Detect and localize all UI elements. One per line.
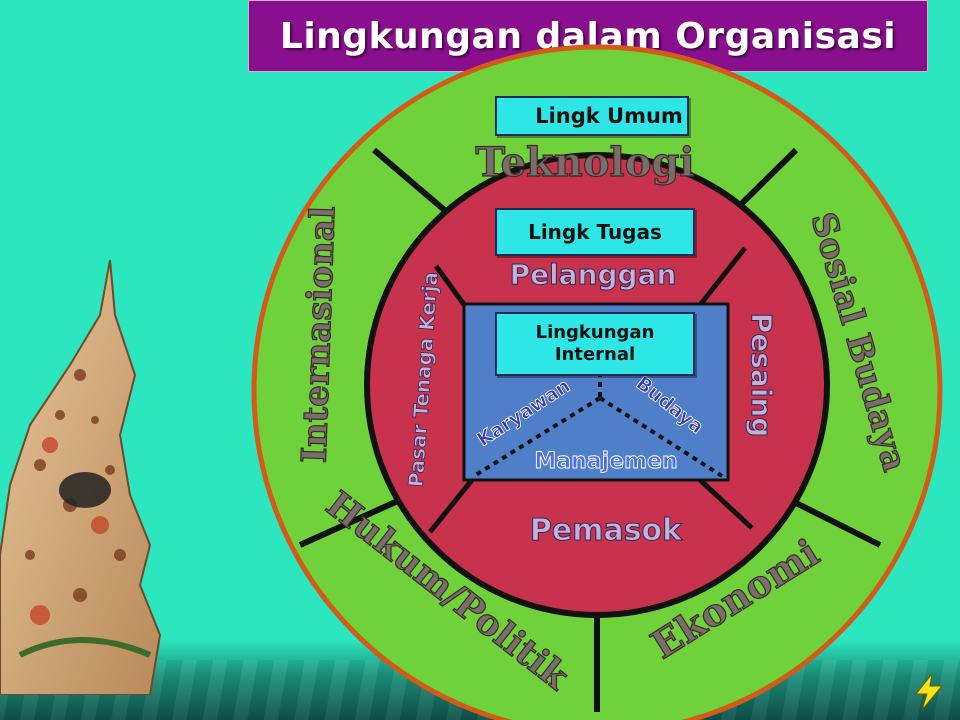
wayang-puppet-icon [0, 259, 162, 695]
internal-connectors [472, 372, 724, 478]
header-lingk-tugas: Lingk Tugas [495, 208, 695, 256]
header-lingk-umum-text: Lingk Umum [535, 103, 683, 128]
header-internal-line1: Lingkungan [535, 321, 655, 343]
segment-internasional: Internasional [295, 205, 344, 463]
segment-teknologi: Teknologi [475, 139, 694, 186]
header-lingk-tugas-text: Lingk Tugas [528, 219, 662, 244]
middle-dividers [428, 246, 754, 534]
segment-pemasok: Pemasok [530, 513, 683, 548]
segment-pelanggan: Pelanggan [510, 258, 677, 291]
header-lingk-umum: Lingk Umum [495, 96, 689, 136]
header-lingkungan-internal: Lingkungan Internal [495, 312, 695, 376]
lightning-icon [914, 674, 944, 710]
label-manajemen: Manajemen [534, 449, 677, 474]
header-internal-line2: Internal [554, 344, 636, 365]
segment-pesaing: Pesaing [745, 313, 778, 438]
